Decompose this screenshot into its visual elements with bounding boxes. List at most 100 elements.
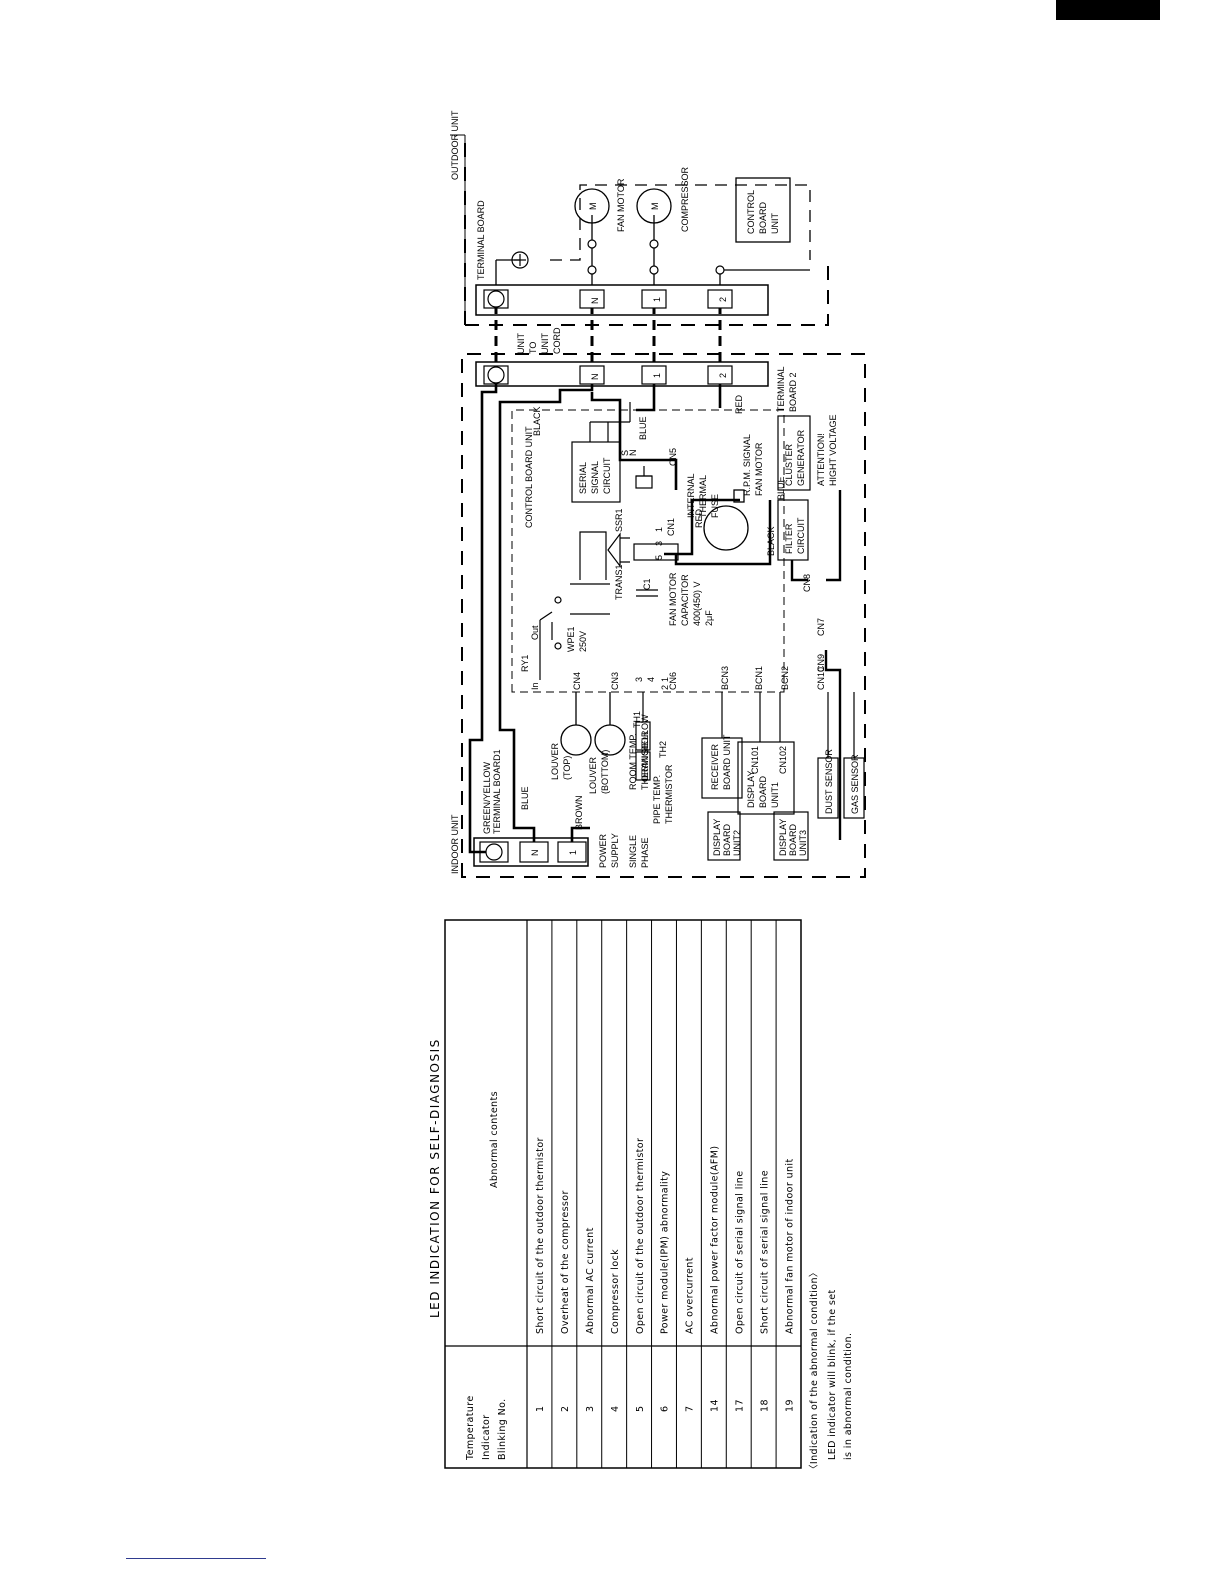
abnormal-content: Short circuit of the outdoor thermistor <box>535 1137 546 1334</box>
abnormal-content: Overheat of the compressor <box>560 1190 571 1334</box>
ground-icon <box>487 290 505 308</box>
fan-motor-m: M <box>588 203 598 211</box>
room-temp-label-1: ROOM TEMP. <box>628 733 638 790</box>
abnormal-content: Abnormal fan motor of indoor unit <box>784 1158 795 1334</box>
thermal-fuse-label-1: INTERNAL <box>686 473 696 518</box>
orange-label: ORANGE <box>640 743 650 782</box>
receiver-label-1: RECEIVER <box>710 743 720 790</box>
outdoor-unit-frame <box>450 134 466 325</box>
bcn3-label: BCN3 <box>720 666 730 690</box>
cn1-label: CN1 <box>666 518 676 536</box>
col1-header-2: Indicator <box>481 1414 492 1460</box>
blinking-number: 5 <box>635 1406 646 1412</box>
rpm-signal-label: R.P.M. SIGNAL <box>742 434 752 496</box>
abnormal-content: Open circuit of the outdoor thermistor <box>635 1138 646 1334</box>
terminal-board-label: TERMINAL BOARD <box>476 200 486 280</box>
cn6-pin-4: 2 <box>660 685 670 690</box>
cn1-pin-3: 1 <box>654 527 664 532</box>
ry-in-label: In <box>530 682 540 690</box>
serial-circuit-label-3: CIRCUIT <box>602 457 612 494</box>
louver-motors <box>560 692 626 756</box>
abnormal-content: Compressor lock <box>610 1249 621 1334</box>
abnormal-content: AC overcurrent <box>685 1257 696 1334</box>
outdoor-cb-label-2: BOARD <box>758 201 768 234</box>
outdoor-cb-label-3: UNIT <box>770 213 780 234</box>
control-board-internals <box>539 402 679 680</box>
fan-cap-label-2: CAPACITOR <box>680 574 690 626</box>
cn9-label: CN9 <box>816 654 826 672</box>
terminal-board-2-label-a: TERMINAL <box>776 366 786 412</box>
louver-bottom-label-1: LOUVER <box>588 756 598 794</box>
blinking-number: 6 <box>660 1406 671 1412</box>
cn6-pin-3: 1 <box>660 677 670 682</box>
blinking-number: 1 <box>535 1406 546 1412</box>
cn6-pin-1: 3 <box>634 677 644 682</box>
terminal-board-1-label: TERMINAL BOARD1 <box>492 749 502 834</box>
compressor-label: COMPRESSOR <box>680 166 690 232</box>
louver-top-label-2: (TOP) <box>562 756 572 780</box>
outdoor-connector-dots <box>587 239 725 275</box>
terminal-2-in: 2 <box>718 373 728 378</box>
wiring-labels: OUTDOOR UNIT INDOOR UNIT TERMINAL BOARD … <box>450 110 860 874</box>
trans1-label: TRANS1 <box>614 564 624 600</box>
filter-label-1: FILTER <box>784 523 794 554</box>
fan-motor-outdoor <box>574 188 610 224</box>
indoor-tb2-terminals <box>483 365 733 385</box>
wire-black-label: BLACK <box>532 406 542 436</box>
display2-label-3: UNIT2 <box>732 830 742 856</box>
pipe-temp-label-2: THERMISTOR <box>664 764 674 824</box>
outdoor-cb-label-1: CONTROL <box>746 190 756 234</box>
th1-label: TH1 <box>632 711 642 728</box>
wire-brown-label: BROWN <box>574 796 584 831</box>
abnormal-content: Abnormal power factor module(AFM) <box>710 1146 721 1334</box>
unit-to-unit-cord-wires <box>494 308 722 362</box>
cn3-label: CN3 <box>610 672 620 690</box>
col1-header-1: Temperature <box>465 1395 476 1461</box>
terminal-1-out: 1 <box>652 297 662 302</box>
wire-red-fan-label: RED <box>694 508 704 528</box>
corner-black-bar <box>1056 0 1160 20</box>
outdoor-terminals <box>483 289 733 309</box>
cn10-label: CN10 <box>816 667 826 690</box>
indoor-power-wires <box>468 384 722 854</box>
blinking-number: 2 <box>560 1406 571 1412</box>
display3-label-3: UNIT3 <box>798 830 808 856</box>
outdoor-control-board <box>735 177 791 243</box>
blinking-number: 7 <box>685 1406 696 1412</box>
blinking-number: 3 <box>585 1406 596 1412</box>
green-yellow-label: GREEN/YELLOW <box>482 761 492 834</box>
outdoor-terminal-board <box>475 284 769 316</box>
table-frame <box>444 919 802 1469</box>
tb1-terminal-n: N <box>530 850 540 857</box>
led-table-title: LED INDICATION FOR SELF-DIAGNOSIS <box>428 1038 442 1318</box>
note-line-3: is in abnormal condition. <box>843 1333 854 1460</box>
th2-label: TH2 <box>658 741 668 758</box>
filter-label-2: CIRCUIT <box>796 517 806 554</box>
note-line-1: 〈Indication of the abnormal condition〉 <box>809 1267 820 1474</box>
single-phase-label-2: PHASE <box>640 837 650 868</box>
pin-s-label: S <box>620 450 630 456</box>
cord-label-1: UNIT <box>516 333 526 354</box>
wire-black-fan-label: BLACK <box>766 526 776 556</box>
cn5-label: CN5 <box>668 448 678 466</box>
display2-label-2: BOARD <box>722 823 732 856</box>
thermal-fuse-label-2: THERMAL <box>698 475 708 518</box>
note-line-2: LED indicator will blink, if the set <box>827 1289 838 1460</box>
ssr1-label: SSR1 <box>614 508 624 532</box>
cord-label-4: CORD <box>552 327 562 354</box>
cn1-pin-1: 5 <box>654 555 664 560</box>
indoor-terminal-board-2 <box>475 361 769 387</box>
cluster-label-1: CLUSTER <box>784 443 794 486</box>
display3-label-1: DISPLAY <box>778 819 788 856</box>
cn7-label: CN7 <box>816 618 826 636</box>
outdoor-unit-label: OUTDOOR UNIT <box>450 110 460 180</box>
col2-header: Abnormal contents <box>489 1091 500 1188</box>
bcn1-label: BCN1 <box>754 666 764 690</box>
ground-icon <box>487 366 505 384</box>
abnormal-content: Power module(IPM) abnormality <box>660 1171 671 1334</box>
cn1-pin-2: 3 <box>654 541 664 546</box>
fan-motor-in-label: FAN MOTOR <box>754 442 764 496</box>
wire-blue-fan-label: BLUE <box>776 476 786 500</box>
compressor-m: M <box>650 203 660 211</box>
blinking-number: 18 <box>759 1399 770 1412</box>
